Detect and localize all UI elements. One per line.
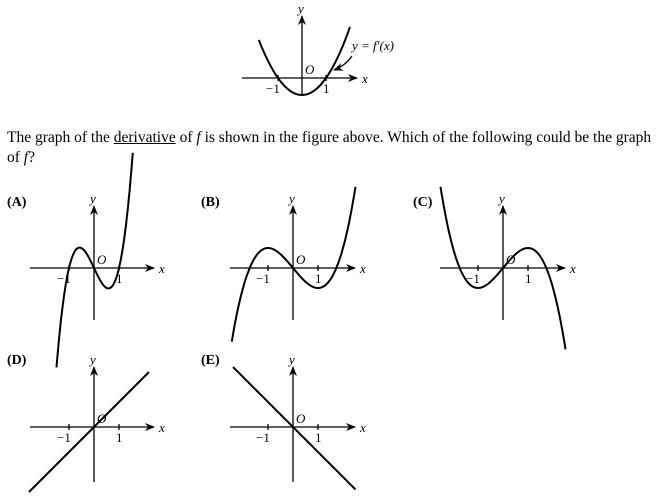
tick-label-neg: −1 bbox=[57, 430, 71, 445]
x-axis-label: x bbox=[359, 261, 366, 276]
y-axis-label: y bbox=[88, 191, 96, 206]
tick-label-pos: 1 bbox=[116, 271, 123, 286]
choice-label: (A) bbox=[7, 195, 27, 210]
origin-label: O bbox=[296, 252, 306, 267]
choice-e-graph: x yO −1 1 (E) bbox=[201, 352, 366, 491]
origin-label: O bbox=[305, 62, 315, 77]
tick-label-pos: 1 bbox=[323, 81, 330, 96]
derivative-term: derivative bbox=[113, 129, 176, 146]
x-axis-label: x bbox=[569, 261, 576, 276]
origin-label: O bbox=[296, 411, 306, 426]
tick-label-neg: −1 bbox=[57, 271, 71, 286]
curve-pointer-arrow bbox=[333, 55, 353, 71]
choice-label: (D) bbox=[7, 353, 27, 368]
tick-label-pos: 1 bbox=[116, 430, 123, 445]
tick-label-neg: −1 bbox=[466, 271, 480, 286]
question-text: The graph of the derivative of f is show… bbox=[7, 129, 652, 166]
choice-b-graph: x yO −1 1 (B) bbox=[201, 186, 366, 342]
function-curve bbox=[28, 371, 150, 493]
function-curve bbox=[230, 186, 357, 342]
y-axis-label: y bbox=[287, 191, 295, 206]
given-derivative-graph: x yO −1 1 bbox=[242, 1, 368, 96]
choice-c-graph: x yO −1 1 (C) bbox=[413, 186, 576, 350]
choice-label: (E) bbox=[201, 353, 220, 368]
tick-label-pos: 1 bbox=[315, 271, 322, 286]
origin-label: O bbox=[97, 252, 107, 267]
y-axis-label: y bbox=[88, 352, 96, 367]
function-curve bbox=[439, 186, 567, 350]
tick-label-neg: −1 bbox=[266, 81, 280, 96]
x-axis-label: x bbox=[158, 261, 165, 276]
origin-label: O bbox=[506, 252, 516, 267]
function-curve bbox=[55, 152, 134, 368]
origin-label: O bbox=[97, 411, 107, 426]
tick-label-neg: −1 bbox=[256, 430, 270, 445]
tick-label-pos: 1 bbox=[315, 430, 322, 445]
y-axis-label: y bbox=[497, 191, 505, 206]
tick-label-neg: −1 bbox=[256, 271, 270, 286]
y-axis-label: y bbox=[287, 352, 295, 367]
curve-label: y = f′(x) bbox=[350, 38, 394, 53]
function-curve bbox=[232, 366, 357, 491]
tick-label-pos: 1 bbox=[525, 271, 532, 286]
choice-d-graph: x yO −1 1 (D) bbox=[7, 352, 165, 493]
x-axis-label: x bbox=[359, 420, 366, 435]
x-axis-label: x bbox=[361, 71, 368, 86]
y-axis-label: y bbox=[296, 1, 304, 16]
x-axis-label: x bbox=[158, 420, 165, 435]
choice-label: (B) bbox=[201, 195, 220, 210]
choice-label: (C) bbox=[413, 195, 433, 210]
